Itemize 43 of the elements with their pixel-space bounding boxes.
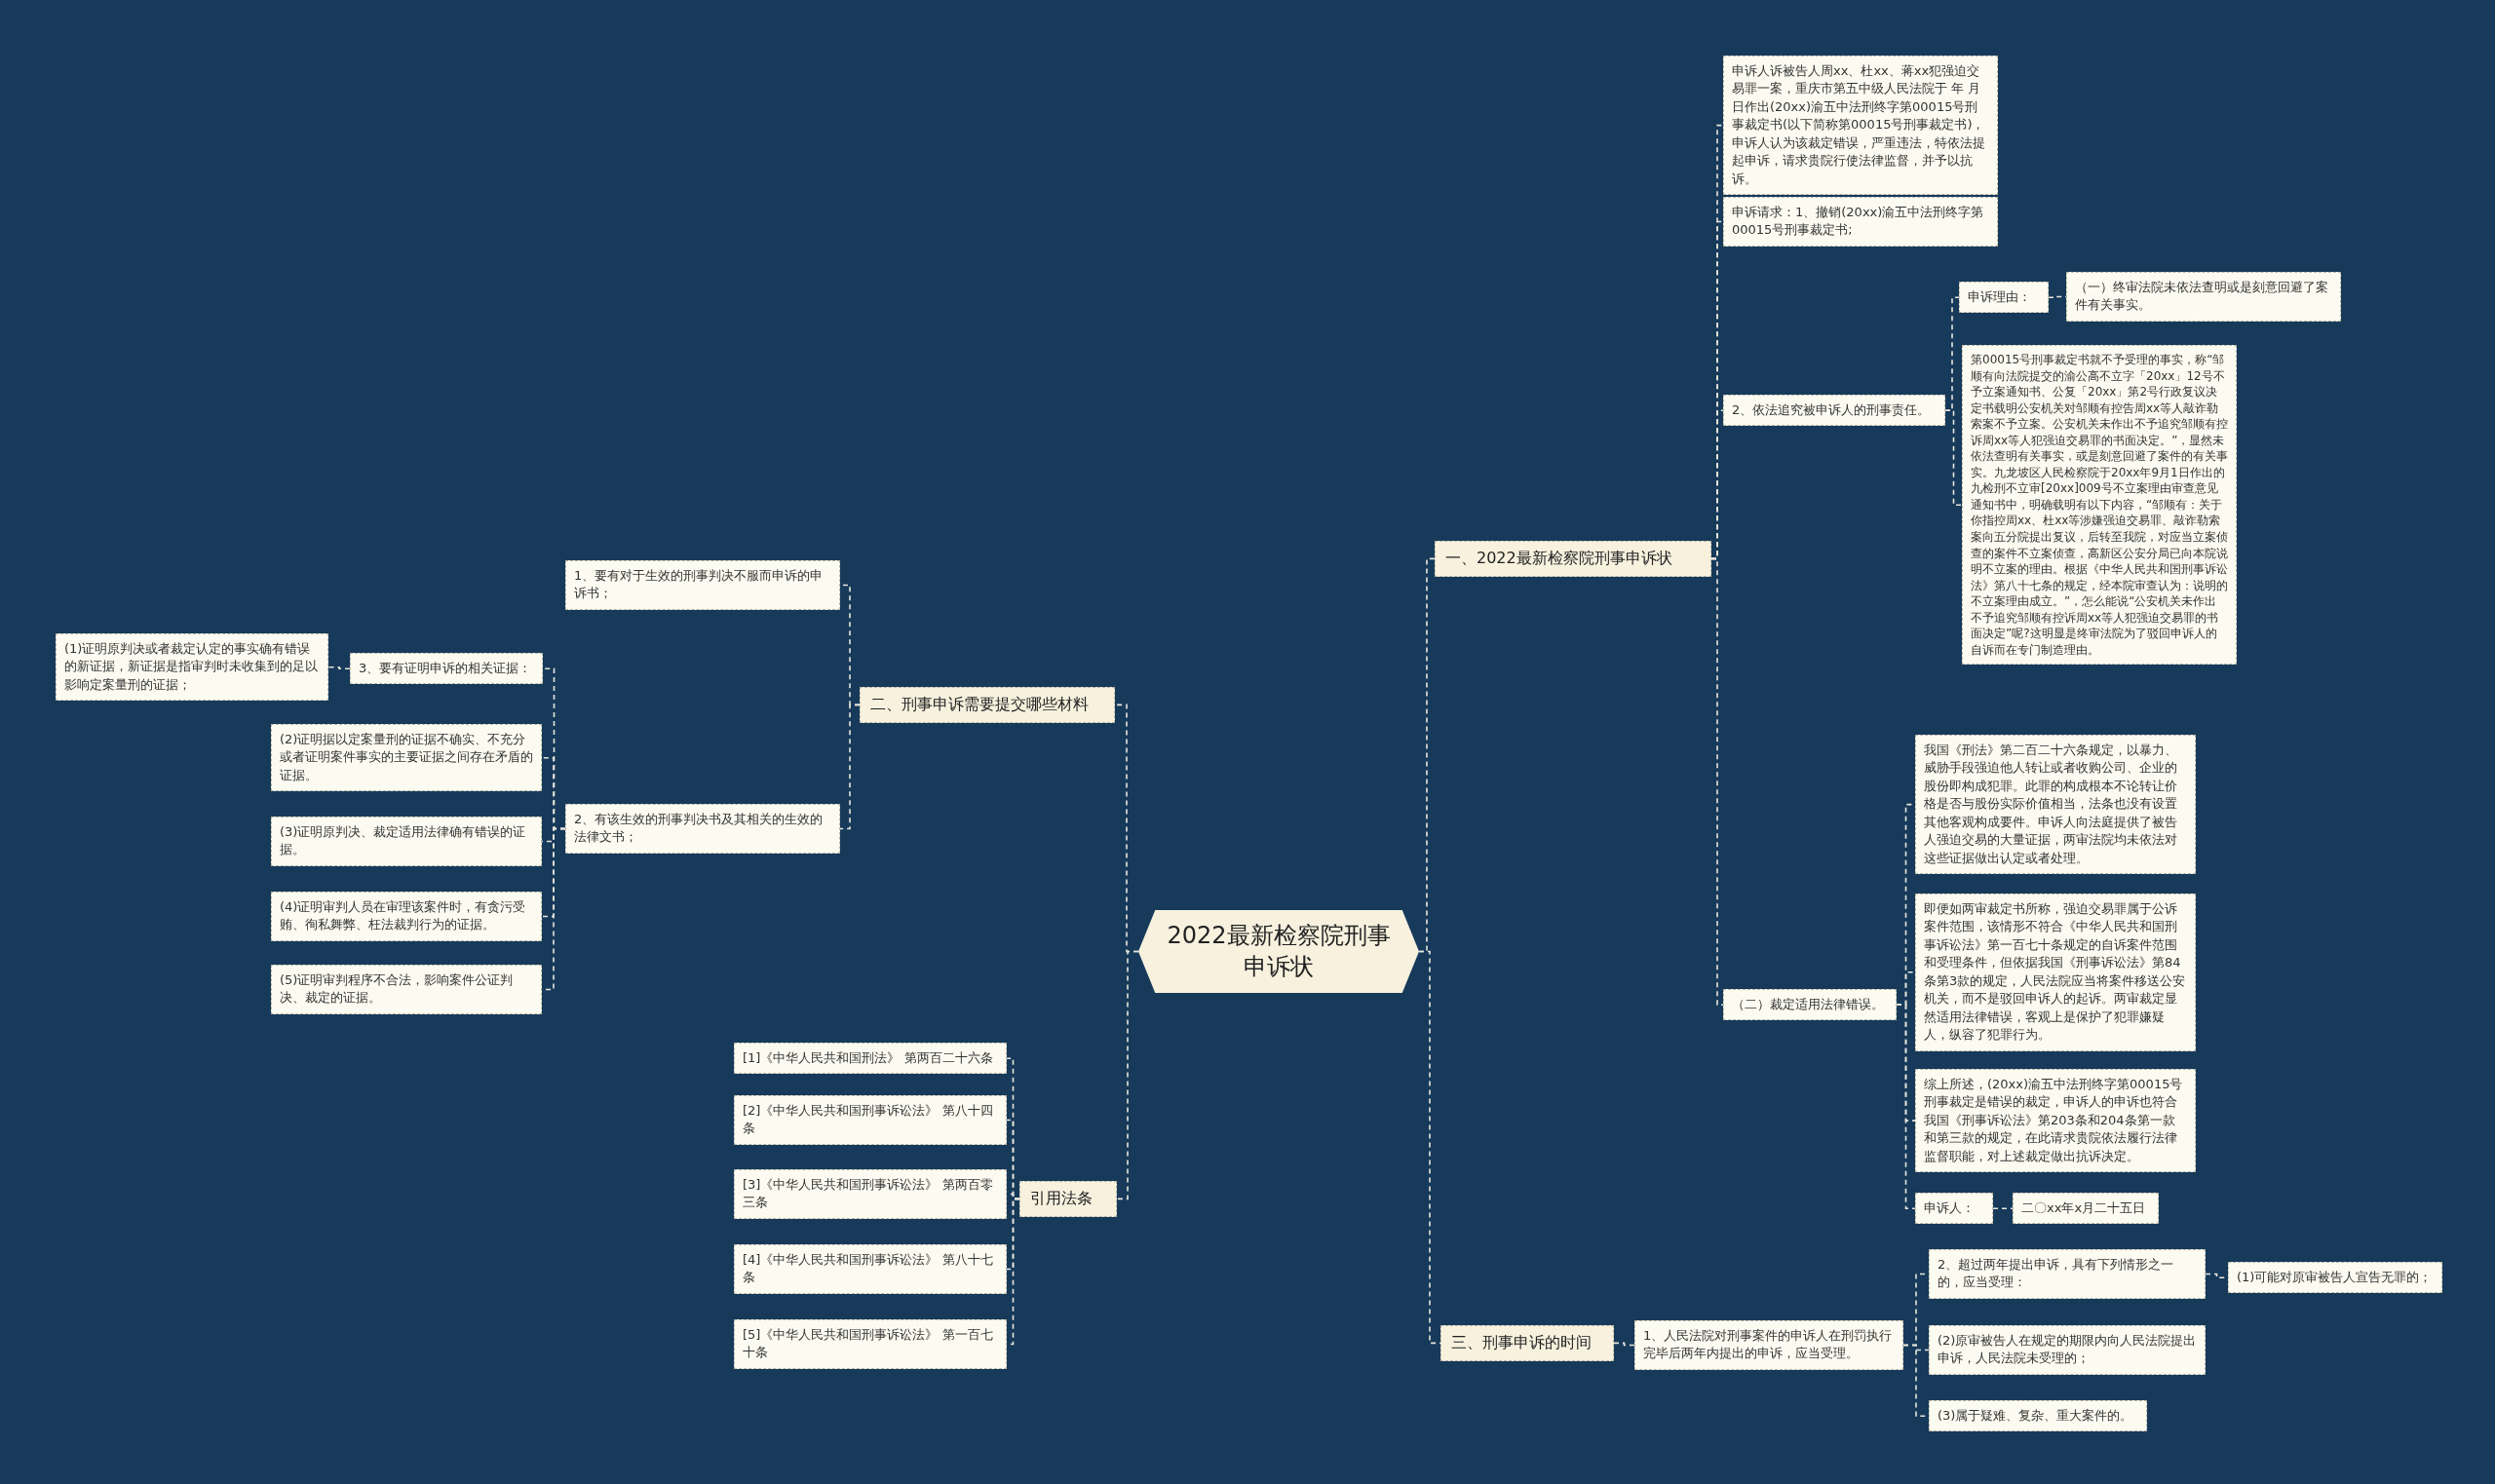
topic-box: [1]《中华人民共和国刑法》 第两百二十六条	[734, 1043, 1007, 1075]
connector-line	[1992, 1207, 2014, 1210]
topic-box: 1、要有对于生效的刑事判决不服而申诉的申诉书；	[565, 560, 840, 610]
topic-box: (1)可能对原审被告人宣告无罪的；	[2228, 1262, 2442, 1294]
topic-box: 二〇xx年x月二十五日	[2013, 1193, 2159, 1225]
branch-topic: 一、2022最新检察院刑事申诉状	[1435, 541, 1711, 577]
connector-line	[1896, 1004, 1916, 1210]
topic-box: （一）终审法院未依法查明或是刻意回避了案件有关事实。	[2066, 272, 2341, 322]
topic-box: 即便如两审裁定书所称，强迫交易罪属于公诉案件范围，该情形不符合《中华人民共和国刑事诉讼法》第一百七十条规定的自诉案件范围和受理条件，但依据我国《刑事诉讼法》第84条第3款的规定，人民法院应当将案件移送公安机关，而不是驳回申诉人的起诉。两审裁定显然适用法律错误，客观上是保护了犯罪嫌疑人，纵容了犯罪行为。	[1915, 894, 2196, 1051]
branch-topic: 三、刑事申诉的时间	[1440, 1325, 1614, 1361]
topic-box: [4]《中华人民共和国刑事诉讼法》 第八十七条	[734, 1244, 1007, 1294]
topic-box: 申诉人诉被告人周xx、杜xx、蒋xx犯强迫交易罪一案，重庆市第五中级人民法院于 年 月日作出(20xx)渝五中法刑终字第00015号刑事裁定书(以下简称第00015号刑事裁定书)，申诉人认为该裁定错误，严重违法，特依法提起申诉，请求贵院行使法律监督，并予以抗诉。	[1723, 56, 1998, 196]
topic-box: 第00015号刑事裁定书就不予受理的事实，称“邹顺有向法院提交的渝公高不立字「20xx」12号不予立案通知书、公复「20xx」第2号行政复议决定书载明公安机关对邹顺有控告周xx等人敲诈勒索案不予立案。公安机关未作出不予追究邹顺有控诉周xx等人犯强迫交易罪的书面决定。”，显然未依法查明有关事实，或是刻意回避了案件的有关事实。九龙坡区人民检察院于20xx年9月1日作出的九检刑不立审[20xx]009号不立案理由审查意见通知书中，明确载明有以下内容，“邹顺有：关于你指控周xx、杜xx等涉嫌强迫交易罪、敲诈勒索案向五分院提出复议，后转至我院，对应当立案侦查的案件不立案侦查，高新区公安分局已向本院说明不立案的理由。根据《中华人民共和国刑事诉讼法》第八十七条的规定，经本院审查认为：说明的不立案理由成立。”，怎么能说“公安机关未作出不予追究邹顺有控诉周xx等人犯强迫交易罪的书面决定”呢?这明显是终审法院为了驳回申诉人的自诉而在专门制造理由。	[1962, 345, 2237, 666]
topic-box: [3]《中华人民共和国刑事诉讼法》 第两百零三条	[734, 1169, 1007, 1219]
topic-box: (3)证明原判决、裁定适用法律确有错误的证据。	[271, 817, 542, 866]
topic-box: 综上所述，(20xx)渝五中法刑终字第00015号刑事裁定是错误的裁定，申诉人的申诉也符合我国《刑事诉讼法》第203条和204条第一款和第三款的规定，在此请求贵院依法履行法律监督职能，对上述裁定做出抗诉决定。	[1915, 1069, 2196, 1173]
topic-box: 1、人民法院对刑事案件的申诉人在刑罚执行完毕后两年内提出的申诉，应当受理。	[1634, 1320, 1903, 1370]
connector-line	[1944, 409, 1963, 506]
topic-box: 2、有该生效的刑事判决书及其相关的生效的法律文书；	[565, 804, 840, 854]
connector-line	[1116, 950, 1139, 1200]
topic-box: 我国《刑法》第二百二十六条规定，以暴力、威胁手段强迫他人转让或者收购公司、企业的股份即构成犯罪。此罪的构成根本不论转让价格是否与股份实际价值相当，法条也没有设置其他客观构成要件。申诉人向法庭提供了被告人强迫交易的大量证据，两审法院均未依法对这些证据做出认定或者处理。	[1915, 735, 2196, 875]
topic-box: 2、依法追究被申诉人的刑事责任。	[1723, 395, 1945, 427]
topic-box: 申诉理由：	[1959, 282, 2049, 314]
topic-box: (2)原审被告人在规定的期限内向人民法院提出申诉，人民法院未受理的；	[1929, 1325, 2206, 1375]
connector-line	[839, 704, 861, 830]
topic-box: 3、要有证明申诉的相关证据：	[350, 653, 543, 685]
topic-box: 申诉请求：1、撤销(20xx)渝五中法刑终字第00015号刑事裁定书;	[1723, 197, 1998, 247]
topic-box: (2)证明据以定案量刑的证据不确实、不充分或者证明案件事实的主要证据之间存在矛盾的证据。	[271, 724, 542, 792]
topic-box: 2、超过两年提出申诉，具有下列情形之一的，应当受理：	[1929, 1249, 2206, 1299]
topic-box: (1)证明原判决或者裁定认定的事实确有错误的新证据，新证据是指审判时未收集到的足以影响定案量刑的证据；	[56, 633, 328, 702]
topic-box: (5)证明审判程序不合法，影响案件公证判决、裁定的证据。	[271, 965, 542, 1014]
topic-box: 申诉人：	[1915, 1193, 1993, 1225]
topic-box: (4)证明审判人员在审理该案件时，有贪污受贿、徇私舞弊、枉法裁判行为的证据。	[271, 892, 542, 941]
connector-line	[1613, 1342, 1635, 1347]
topic-box: (3)属于疑难、复杂、重大案件的。	[1929, 1400, 2147, 1432]
connector-line	[1710, 557, 1724, 1007]
topic-box: [5]《中华人民共和国刑事诉讼法》 第一百七十条	[734, 1319, 1007, 1369]
branch-topic: 二、刑事申诉需要提交哪些材料	[860, 687, 1115, 723]
topic-box: （二）裁定适用法律错误。	[1723, 989, 1897, 1021]
topic-box: [2]《中华人民共和国刑事诉讼法》 第八十四条	[734, 1095, 1007, 1145]
connector-line	[327, 666, 351, 670]
central-topic-hexagon: 2022最新检察院刑事申诉状	[1138, 910, 1419, 993]
branch-topic: 引用法条	[1019, 1181, 1117, 1217]
